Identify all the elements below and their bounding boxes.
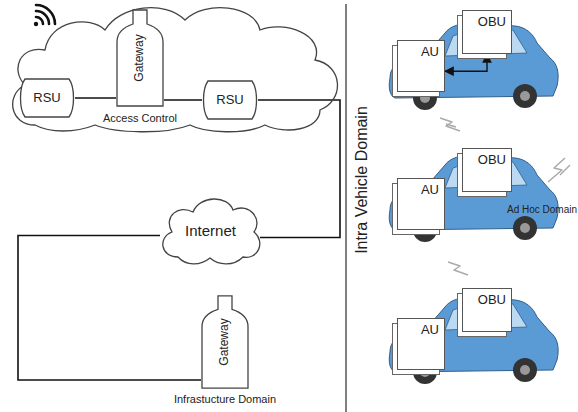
node-label: RSU [33, 91, 60, 105]
wifi-symbol [34, 5, 55, 26]
unit-label: AU [421, 45, 439, 59]
node-label: Gateway [133, 34, 146, 81]
wireless-bolt [448, 262, 468, 275]
network-link [75, 97, 116, 99]
unit-label: OBU [478, 293, 506, 307]
node-label: RSU [216, 93, 243, 107]
rsu-unit: RSU [17, 75, 77, 121]
unit-label: OBU [478, 153, 506, 167]
wireless-bolt [548, 158, 565, 182]
unit-label: AU [421, 183, 439, 197]
obu-box: OBU [462, 10, 512, 54]
au-box: AU [397, 40, 445, 92]
wireless-bolt [560, 165, 570, 175]
node-label: Gateway [218, 318, 231, 365]
region-label: Access Control [103, 112, 177, 124]
unit-label: AU [421, 323, 439, 337]
obu-box: OBU [462, 288, 512, 332]
unit-label: OBU [478, 15, 506, 29]
internet-cloud: Internet [158, 192, 263, 267]
network-link [164, 99, 202, 101]
wireless-bolt [440, 118, 460, 131]
obu-box: OBU [462, 148, 512, 192]
domain-title: Intra Vehicle Domain [353, 106, 371, 254]
data-arrow [445, 54, 487, 71]
au-box: AU [397, 318, 445, 370]
node-label: Internet [185, 223, 236, 240]
domain-label: Ad Hoc Domain [507, 204, 577, 215]
gateway-node: Gateway [115, 8, 165, 108]
domain-label: Infrastucture Domain [174, 393, 276, 405]
wireless-bolt [446, 124, 456, 127]
rsu-unit: RSU [200, 77, 260, 123]
domain-divider [345, 4, 347, 412]
gateway-node: GatewayInfrastucture Domain [200, 294, 250, 390]
cloud-region: Access Control RSU GatewayRSU [5, 0, 345, 135]
network-link [258, 100, 340, 238]
au-box: AU [397, 178, 445, 230]
